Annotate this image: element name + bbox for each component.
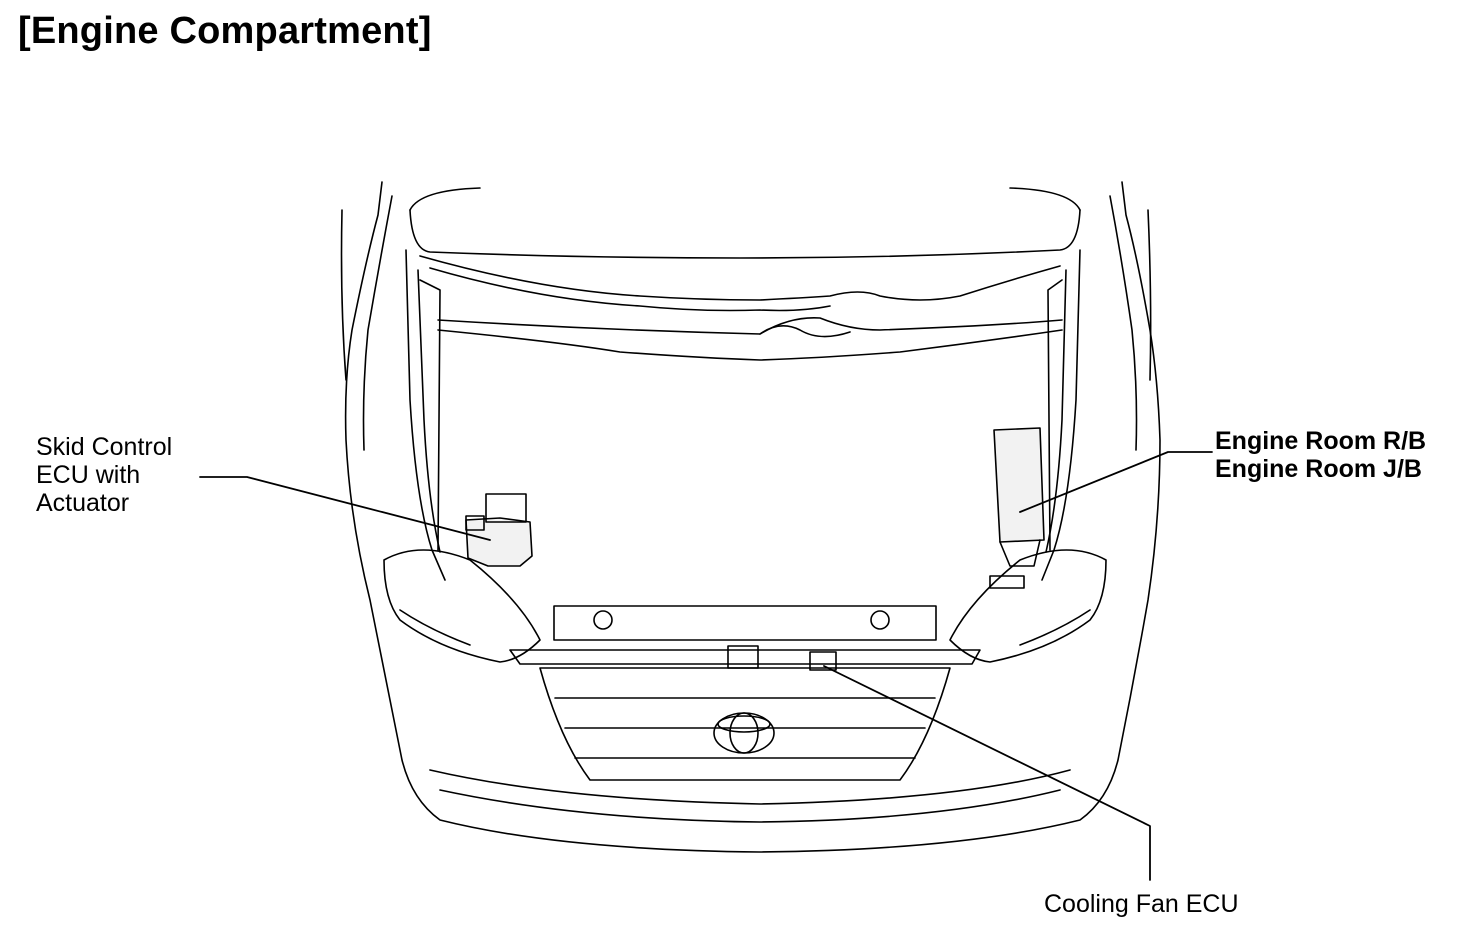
headlights — [383, 549, 1107, 663]
skid-control-ecu-label-line-1: Skid Control — [36, 433, 173, 461]
engine-room-label: Engine Room R/B Engine Room J/B — [1215, 427, 1426, 483]
hood — [409, 187, 1081, 361]
toyota-emblem-icon — [713, 712, 775, 754]
page-title: [Engine Compartment] — [18, 10, 432, 52]
skid-control-ecu-label-line-3: Actuator — [36, 489, 130, 517]
engine-room-jb-label: Engine Room J/B — [1215, 455, 1422, 483]
leader-skid-control — [199, 476, 491, 541]
cooling-fan-ecu-label: Cooling Fan ECU — [1044, 890, 1239, 918]
front-bumper — [429, 769, 1071, 823]
radiator-support — [509, 605, 981, 665]
skid-control-ecu-label: Skid Control ECU with Actuator — [36, 433, 172, 517]
skid-control-ecu-label-line-2: ECU with — [36, 461, 141, 489]
leader-lines — [199, 451, 1213, 881]
cooling-fan-ecu-component — [727, 645, 837, 671]
engine-room-junction-block — [989, 427, 1045, 589]
skid-control-ecu-component — [465, 493, 533, 567]
car-body-outline — [340, 181, 1161, 853]
engine-bay-frame — [405, 249, 1081, 581]
leader-cooling-fan — [823, 665, 1151, 881]
engine-room-rb-label: Engine Room R/B — [1215, 427, 1427, 455]
leader-engine-room — [1019, 451, 1213, 513]
front-grille — [539, 667, 951, 781]
